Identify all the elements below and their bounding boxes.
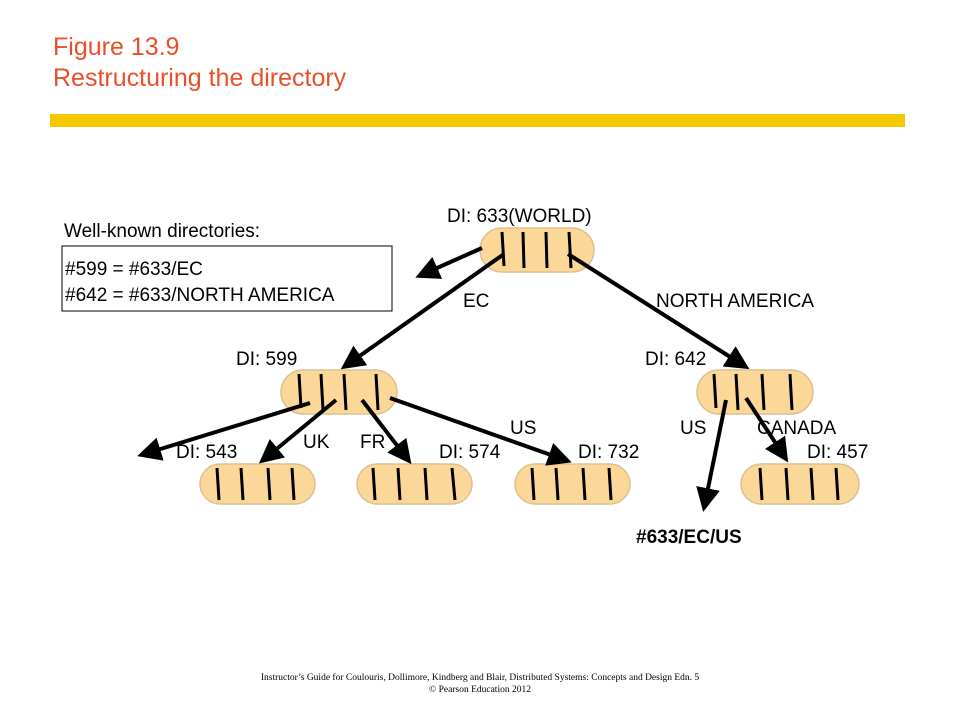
arrow-us-642: [696, 399, 728, 512]
figure-title: Figure 13.9 Restructuring the directory: [53, 32, 346, 94]
arrow-599-to-root: [137, 401, 311, 461]
node-label-457: DI: 457: [807, 442, 868, 463]
edge-label-ec: EC: [463, 291, 489, 312]
figure-number: Figure 13.9: [53, 33, 180, 61]
directory-node-457: [740, 463, 860, 505]
title-rule: [50, 114, 905, 127]
directory-node-642: [696, 369, 814, 415]
directory-node-732: [514, 463, 631, 505]
directory-node-574: [356, 463, 473, 505]
edge-label-north-america: NORTH AMERICA: [656, 291, 814, 312]
well-known-heading: Well-known directories:: [64, 221, 260, 242]
arrow-fr: [360, 398, 412, 465]
footer: Instructor’s Guide for Coulouris, Dollim…: [0, 672, 960, 696]
arrow-north-america: [566, 252, 750, 370]
arrow-us-599: [389, 396, 572, 466]
node-label-world: DI: 633(WORLD): [447, 206, 592, 227]
node-label-732: DI: 732: [578, 442, 639, 463]
edge-label-uk: UK: [303, 432, 330, 453]
node-label-543: DI: 543: [176, 442, 237, 463]
directory-node-world: [479, 227, 595, 273]
arrow-world-to-wellknown: [415, 246, 483, 279]
resolved-path: #633/EC/US: [636, 527, 742, 548]
footer-citation: Instructor’s Guide for Coulouris, Dollim…: [260, 673, 700, 683]
footer-copyright: © Pearson Education 2012: [429, 685, 531, 695]
node-label-599: DI: 599: [236, 349, 297, 370]
edge-label-fr: FR: [360, 432, 385, 453]
arrow-canada: [744, 396, 789, 463]
well-known-entry-642: #642 = #633/NORTH AMERICA: [65, 285, 335, 306]
node-label-642: DI: 642: [645, 349, 706, 370]
well-known-box: [61, 245, 393, 312]
edge-label-us-599: US: [510, 418, 536, 439]
figure-caption: Restructuring the directory: [53, 64, 347, 92]
edge-label-canada: CANADA: [757, 418, 837, 439]
node-label-574: DI: 574: [439, 442, 501, 463]
well-known-entry-599: #599 = #633/EC: [65, 259, 203, 280]
directory-node-543: [199, 463, 316, 505]
arrow-uk: [258, 398, 338, 464]
arrow-ec: [340, 252, 506, 370]
edge-label-us-642: US: [680, 418, 706, 439]
